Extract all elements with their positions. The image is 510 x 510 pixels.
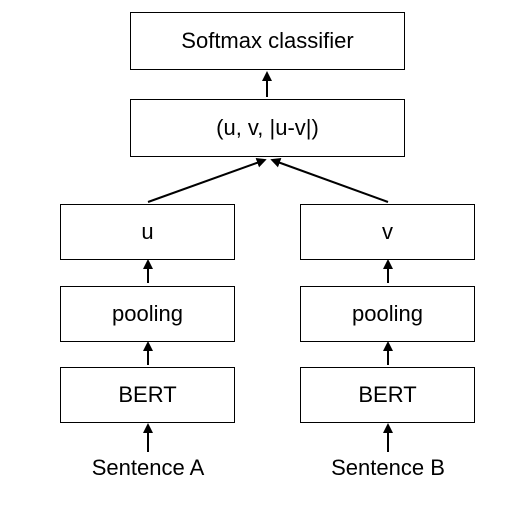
left-embedding-label: u bbox=[141, 219, 154, 244]
arrow-v-to-concat bbox=[270, 158, 389, 203]
softmax-classifier-label: Softmax classifier bbox=[181, 28, 354, 53]
left-pooling-label: pooling bbox=[112, 301, 183, 326]
left-pooling-box: pooling bbox=[60, 286, 235, 342]
right-bert-box: BERT bbox=[300, 367, 475, 423]
right-embedding-box: v bbox=[300, 204, 475, 260]
right-pooling-label: pooling bbox=[352, 301, 423, 326]
concat-box: (u, v, |u-v|) bbox=[130, 99, 405, 157]
sentence-a-label: Sentence A bbox=[91, 455, 205, 480]
left-bert-label: BERT bbox=[118, 382, 177, 407]
right-bert-label: BERT bbox=[358, 382, 417, 407]
left-embedding-box: u bbox=[60, 204, 235, 260]
arrow-u-to-concat bbox=[147, 157, 267, 203]
right-embedding-label: v bbox=[382, 219, 393, 244]
right-pooling-box: pooling bbox=[300, 286, 475, 342]
concat-label: (u, v, |u-v|) bbox=[216, 115, 319, 140]
softmax-classifier-box: Softmax classifier bbox=[130, 12, 405, 70]
left-bert-box: BERT bbox=[60, 367, 235, 423]
sentence-b-label: Sentence B bbox=[331, 455, 445, 480]
